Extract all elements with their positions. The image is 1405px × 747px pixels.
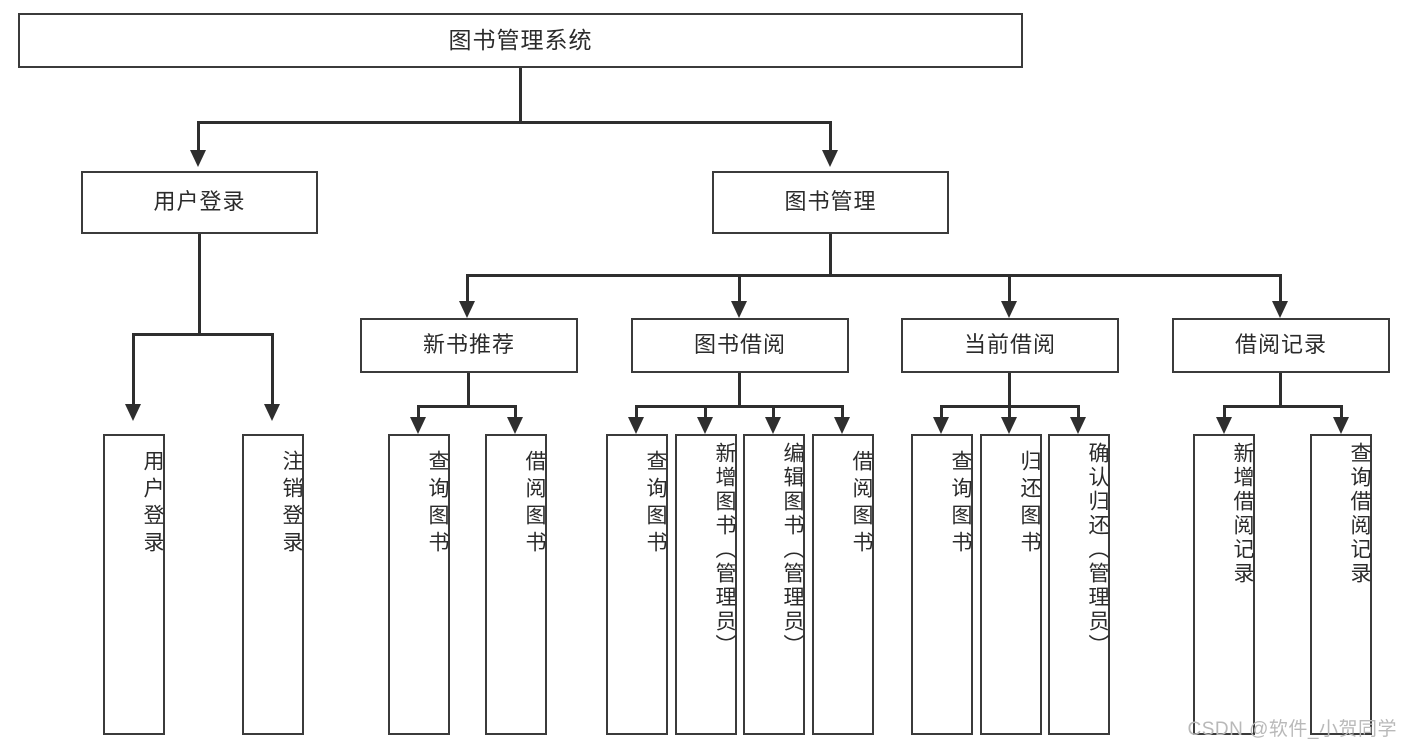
connector-book-mgmt-to-record bbox=[1279, 274, 1282, 304]
connector-book-borrow-to-leaf-2 bbox=[704, 405, 707, 420]
arrow-new-book-to-leaf-1 bbox=[410, 417, 426, 434]
node-label: 查询图书 bbox=[644, 450, 667, 558]
arrow-current-borrow-to-leaf-3 bbox=[1070, 417, 1086, 434]
connector-book-mgmt-stem bbox=[829, 234, 832, 276]
connector-book-mgmt-to-borrow bbox=[738, 274, 741, 304]
connector-user-login-stem bbox=[198, 234, 201, 335]
arrow-book-mgmt-to-current bbox=[1001, 301, 1017, 318]
node-root-library-system[interactable]: 图书管理系统 bbox=[18, 13, 1023, 68]
connector-book-mgmt-bus bbox=[467, 274, 1281, 277]
arrow-book-borrow-to-leaf-3 bbox=[765, 417, 781, 434]
arrow-new-book-to-leaf-2 bbox=[507, 417, 523, 434]
connector-book-borrow-to-leaf-4 bbox=[841, 405, 844, 420]
connector-new-book-to-leaf-2 bbox=[514, 405, 517, 420]
node-label: 借阅图书 bbox=[523, 450, 546, 558]
arrow-root-to-book-mgmt bbox=[822, 150, 838, 167]
connector-borrow-record-stem bbox=[1279, 373, 1282, 407]
node-label: 查询借阅记录 bbox=[1348, 442, 1371, 586]
arrow-root-to-user-login bbox=[190, 150, 206, 167]
connector-book-mgmt-to-new-book bbox=[466, 274, 469, 304]
node-label: 确认归还（管理员） bbox=[1086, 442, 1109, 658]
node-new-book-recommend[interactable]: 新书推荐 bbox=[360, 318, 578, 373]
connector-book-borrow-to-leaf-1 bbox=[635, 405, 638, 420]
connector-new-book-to-leaf-1 bbox=[417, 405, 420, 420]
connector-root-stem bbox=[519, 68, 522, 123]
node-label: 当前借阅 bbox=[963, 332, 1056, 358]
connector-user-login-to-leaf-1 bbox=[132, 333, 135, 407]
connector-root-to-user-login bbox=[197, 121, 200, 153]
leaf-query-book-borrow[interactable]: 查询图书 bbox=[606, 434, 668, 735]
leaf-query-borrow-record[interactable]: 查询借阅记录 bbox=[1310, 434, 1372, 735]
leaf-borrow-book-recommend[interactable]: 借阅图书 bbox=[485, 434, 547, 735]
node-label: 归还图书 bbox=[1018, 450, 1041, 558]
node-label: 新增借阅记录 bbox=[1231, 442, 1254, 586]
connector-book-borrow-bus bbox=[636, 405, 844, 408]
arrow-book-borrow-to-leaf-2 bbox=[697, 417, 713, 434]
node-label: 借阅记录 bbox=[1234, 332, 1327, 358]
connector-borrow-record-to-leaf-2 bbox=[1340, 405, 1343, 420]
node-label: 编辑图书（管理员） bbox=[781, 442, 804, 658]
arrow-book-mgmt-to-borrow bbox=[731, 301, 747, 318]
connector-user-login-bus bbox=[133, 333, 274, 336]
leaf-borrow-book[interactable]: 借阅图书 bbox=[812, 434, 874, 735]
node-label: 图书借阅 bbox=[693, 332, 786, 358]
connector-current-borrow-to-leaf-3 bbox=[1077, 405, 1080, 420]
node-borrow-record[interactable]: 借阅记录 bbox=[1172, 318, 1390, 373]
leaf-add-book-admin[interactable]: 新增图书（管理员） bbox=[675, 434, 737, 735]
connector-new-book-bus bbox=[418, 405, 517, 408]
connector-current-borrow-stem bbox=[1008, 373, 1011, 407]
node-book-borrow[interactable]: 图书借阅 bbox=[631, 318, 849, 373]
node-label: 借阅图书 bbox=[850, 450, 873, 558]
node-label: 图书管理系统 bbox=[448, 26, 593, 53]
leaf-query-book-recommend[interactable]: 查询图书 bbox=[388, 434, 450, 735]
leaf-add-borrow-record[interactable]: 新增借阅记录 bbox=[1193, 434, 1255, 735]
arrow-user-login-to-leaf-1 bbox=[125, 404, 141, 421]
arrow-book-mgmt-to-record bbox=[1272, 301, 1288, 318]
arrow-current-borrow-to-leaf-2 bbox=[1001, 417, 1017, 434]
leaf-query-book-current[interactable]: 查询图书 bbox=[911, 434, 973, 735]
arrow-user-login-to-leaf-2 bbox=[264, 404, 280, 421]
connector-book-borrow-to-leaf-3 bbox=[772, 405, 775, 420]
arrow-book-borrow-to-leaf-1 bbox=[628, 417, 644, 434]
node-book-management[interactable]: 图书管理 bbox=[712, 171, 949, 234]
connector-borrow-record-bus bbox=[1224, 405, 1342, 408]
connector-root-to-book-mgmt bbox=[829, 121, 832, 153]
node-label: 查询图书 bbox=[949, 450, 972, 558]
node-label: 新增图书（管理员） bbox=[713, 442, 736, 658]
node-label: 新书推荐 bbox=[422, 332, 515, 358]
leaf-confirm-return-admin[interactable]: 确认归还（管理员） bbox=[1048, 434, 1110, 735]
leaf-edit-book-admin[interactable]: 编辑图书（管理员） bbox=[743, 434, 805, 735]
arrow-book-borrow-to-leaf-4 bbox=[834, 417, 850, 434]
leaf-logout[interactable]: 注销登录 bbox=[242, 434, 304, 735]
arrow-book-mgmt-to-new-book bbox=[459, 301, 475, 318]
connector-book-mgmt-to-current bbox=[1008, 274, 1011, 304]
leaf-user-login[interactable]: 用户登录 bbox=[103, 434, 165, 735]
connector-current-borrow-to-leaf-2 bbox=[1008, 405, 1011, 420]
node-label: 图书管理 bbox=[784, 189, 877, 215]
connector-user-login-to-leaf-2 bbox=[271, 333, 274, 407]
node-label: 用户登录 bbox=[153, 189, 246, 215]
watermark-text: CSDN @软件_小贺同学 bbox=[1187, 719, 1397, 740]
node-label: 用户登录 bbox=[141, 450, 164, 558]
connector-new-book-stem bbox=[467, 373, 470, 407]
connector-current-borrow-to-leaf-1 bbox=[940, 405, 943, 420]
node-user-login[interactable]: 用户登录 bbox=[81, 171, 318, 234]
arrow-borrow-record-to-leaf-2 bbox=[1333, 417, 1349, 434]
node-label: 查询图书 bbox=[426, 450, 449, 558]
arrow-current-borrow-to-leaf-1 bbox=[933, 417, 949, 434]
connector-book-borrow-stem bbox=[738, 373, 741, 407]
connector-root-bus bbox=[198, 121, 832, 124]
node-label: 注销登录 bbox=[280, 450, 303, 558]
connector-borrow-record-to-leaf-1 bbox=[1223, 405, 1226, 420]
node-current-borrow[interactable]: 当前借阅 bbox=[901, 318, 1119, 373]
leaf-return-book[interactable]: 归还图书 bbox=[980, 434, 1042, 735]
arrow-borrow-record-to-leaf-1 bbox=[1216, 417, 1232, 434]
